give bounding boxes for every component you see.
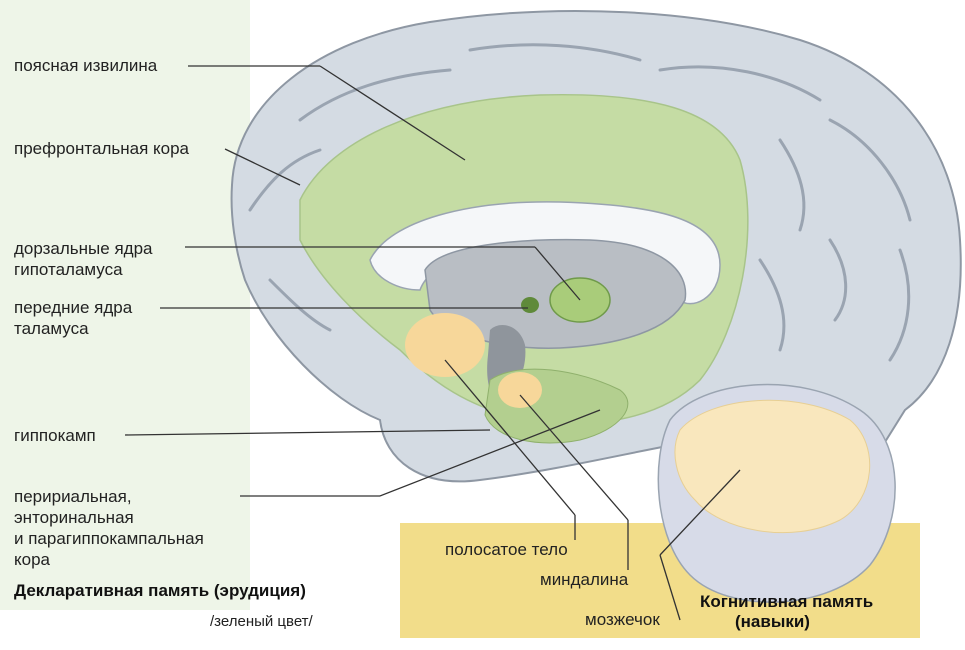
label-perirhinal-2: энторинальная xyxy=(14,508,134,528)
amygdala-region xyxy=(498,372,542,408)
label-dorsal-nuclei-1: дорзальные ядра xyxy=(14,239,152,259)
label-anterior-nuclei-1: передние ядра xyxy=(14,298,132,318)
label-perirhinal-1: перириальная, xyxy=(14,487,132,507)
label-cerebellum: мозжечок xyxy=(585,610,660,630)
legend-declarative-title: Декларативная память (эрудиция) xyxy=(14,581,306,601)
label-prefrontal-cortex: префронтальная кора xyxy=(14,139,189,159)
label-hippocampus: гиппокамп xyxy=(14,426,96,446)
label-perirhinal-4: кора xyxy=(14,550,50,570)
label-anterior-nuclei-2: таламуса xyxy=(14,319,89,339)
label-perirhinal-3: и парагиппокампальная xyxy=(14,529,204,549)
label-amygdala: миндалина xyxy=(540,570,628,590)
label-cingulate-gyrus: поясная извилина xyxy=(14,56,157,76)
anterior-nucleus xyxy=(521,297,539,313)
label-dorsal-nuclei-2: гипоталамуса xyxy=(14,260,123,280)
legend-declarative-note: /зеленый цвет/ xyxy=(210,612,313,632)
legend-cognitive-line1: Когнитивная память xyxy=(700,592,873,612)
legend-cognitive-line2: (навыки) xyxy=(735,612,810,632)
striatum-region xyxy=(405,313,485,377)
label-striatum: полосатое тело xyxy=(445,540,568,560)
